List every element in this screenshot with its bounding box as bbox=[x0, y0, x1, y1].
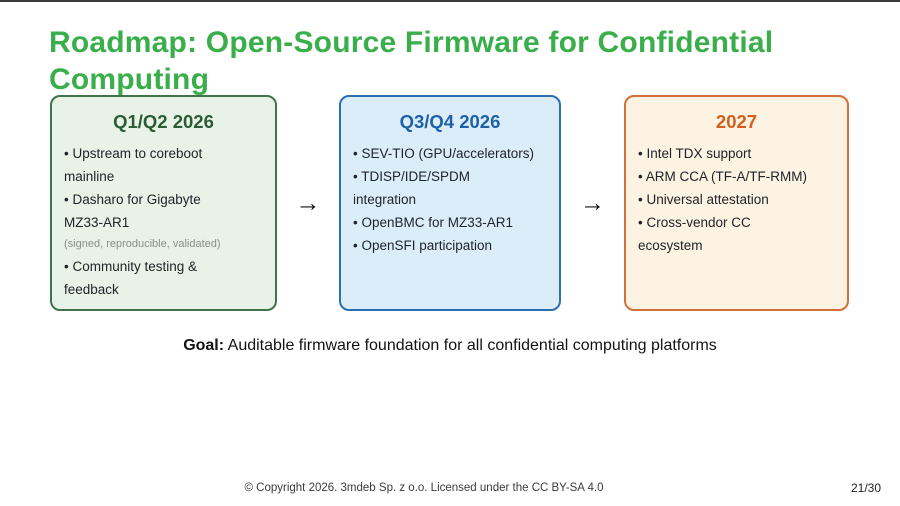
bullet-item: SEV-TIO (GPU/accelerators) bbox=[353, 142, 547, 165]
bullet-item: ARM CCA (TF-A/TF-RMM) bbox=[638, 165, 835, 188]
bullet-item: Cross-vendor CC ecosystem bbox=[638, 211, 768, 257]
arrow-right-icon: → bbox=[295, 188, 321, 217]
bullet-item: OpenBMC for MZ33-AR1 bbox=[353, 211, 547, 234]
note-item: (signed, reproducible, validated) bbox=[64, 238, 221, 250]
goal-text: Auditable firmware foundation for all co… bbox=[224, 337, 717, 354]
arrow-right-icon: → bbox=[580, 188, 605, 217]
bullet-item: Dasharo for Gigabyte MZ33-AR1 bbox=[64, 188, 230, 234]
box-content: Upstream to coreboot mainline Dasharo fo… bbox=[52, 133, 275, 301]
box-content: SEV-TIO (GPU/accelerators) TDISP/IDE/SPD… bbox=[341, 133, 559, 257]
bullet-item: Upstream to coreboot mainline bbox=[64, 142, 230, 188]
roadmap-box-q3q4-2026: Q3/Q4 2026 SEV-TIO (GPU/accelerators) TD… bbox=[339, 95, 561, 311]
bullet-item: OpenSFI participation bbox=[353, 234, 547, 257]
box-title: 2027 bbox=[715, 111, 758, 132]
page-number: 21/30 bbox=[850, 481, 881, 495]
bullet-item: Intel TDX support bbox=[638, 142, 835, 165]
footer-copyright: © Copyright 2026. 3mdeb Sp. z o.o. Licen… bbox=[244, 482, 604, 494]
bullet-item: TDISP/IDE/SPDM integration bbox=[353, 165, 487, 211]
slide-top-edge bbox=[0, 0, 900, 2]
bullet-item: Universal attestation bbox=[638, 188, 835, 211]
bullet-item: Community testing & feedback bbox=[64, 255, 230, 301]
goal-label: Goal: bbox=[183, 337, 225, 354]
goal-statement: Goal: Auditable firmware foundation for … bbox=[0, 337, 900, 355]
roadmap-box-q1q2-2026: Q1/Q2 2026 Upstream to coreboot mainline… bbox=[50, 95, 277, 311]
box-content: Intel TDX support ARM CCA (TF-A/TF-RMM) … bbox=[626, 133, 847, 257]
box-title: Q1/Q2 2026 bbox=[113, 111, 214, 132]
box-title: Q3/Q4 2026 bbox=[399, 111, 501, 132]
slide-title: Roadmap: Open-Source Firmware for Confid… bbox=[49, 26, 774, 97]
roadmap-box-2027: 2027 Intel TDX support ARM CCA (TF-A/TF-… bbox=[624, 95, 849, 311]
